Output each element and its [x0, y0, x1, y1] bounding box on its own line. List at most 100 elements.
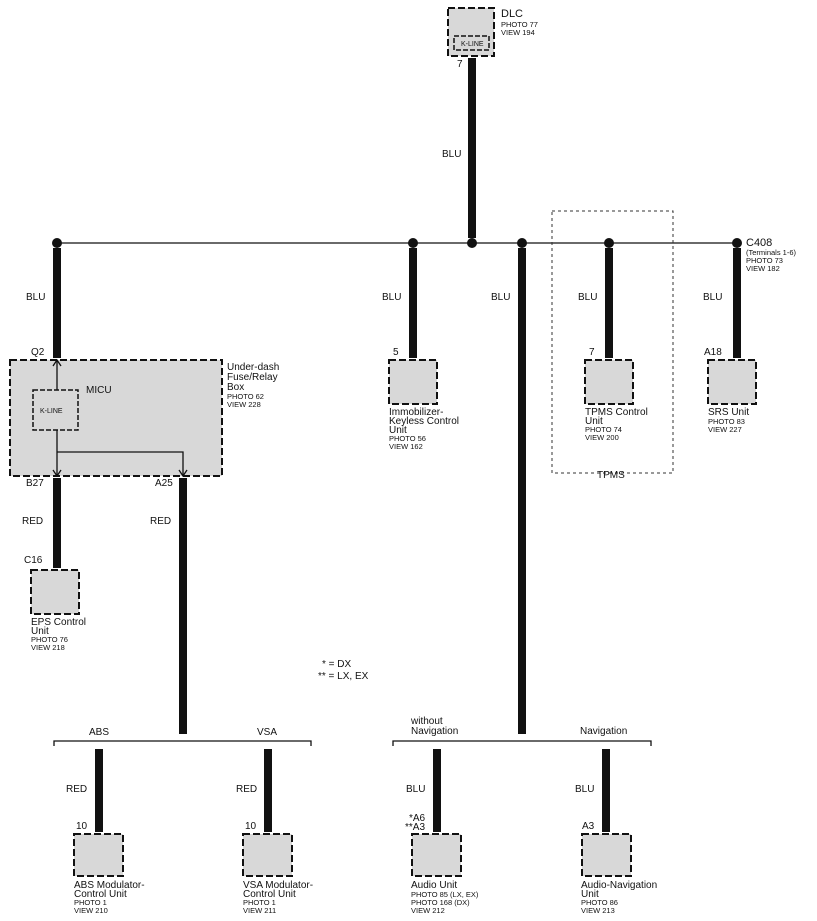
vsa-wire-color: RED: [236, 784, 257, 795]
underdash-photo: PHOTO 62: [227, 392, 264, 401]
srs-name: SRS Unit: [708, 407, 749, 418]
eps-pin: C16: [24, 555, 43, 566]
audio-unit-pin-lx-ex: **A3: [405, 822, 425, 833]
vsa-modulator-control-unit[interactable]: [242, 833, 293, 877]
micu-link-a25: [57, 451, 184, 476]
micu-arrow-top: [52, 358, 62, 367]
abs-photo: PHOTO 1: [74, 898, 107, 907]
audionav-wire-color: BLU: [575, 784, 594, 795]
eps-control-unit[interactable]: [30, 569, 80, 615]
dlc-pin: 7: [457, 59, 463, 70]
dlc-photo: PHOTO 77: [501, 20, 538, 29]
srs-wire-color: BLU: [703, 292, 722, 303]
eps-name-1: EPS Control: [31, 617, 86, 628]
underdash-pin-b27: B27: [26, 478, 44, 489]
splice-point-audio: [517, 238, 527, 248]
tpms-photo: PHOTO 74: [585, 425, 622, 434]
tpms-name-1: TPMS Control: [585, 407, 648, 418]
underdash-pin-a25: A25: [155, 478, 173, 489]
audio-trunk-wire-color: BLU: [491, 292, 510, 303]
srs-photo: PHOTO 83: [708, 417, 745, 426]
underdash-box: [9, 359, 223, 477]
audio-unit-photo-lx-ex: PHOTO 85 (LX, EX): [411, 890, 479, 899]
splice-point-srs: [732, 238, 742, 248]
immobilizer-keyless-control-unit[interactable]: [388, 359, 438, 405]
dlc-view: VIEW 194: [501, 28, 535, 37]
srs-unit[interactable]: [707, 359, 757, 405]
audionav-view: VIEW 213: [581, 906, 615, 915]
audio-unit-view: VIEW 212: [411, 906, 445, 915]
tpms-name-2: Unit: [585, 416, 603, 427]
navigation-branch-label: Navigation: [580, 726, 627, 737]
dlc-wire-color: BLU: [442, 149, 461, 160]
immobilizer-name-2: Keyless Control: [389, 416, 459, 427]
underdash-name-3: Box: [227, 382, 244, 393]
micu-arrow-a25: [178, 469, 188, 478]
audionav-pin: A3: [582, 821, 595, 832]
audio-unit-pin-dx: *A6: [409, 813, 426, 824]
a25-wire-color: RED: [150, 516, 171, 527]
abs-modulator-control-unit[interactable]: [73, 833, 124, 877]
eps-wire-color: RED: [22, 516, 43, 527]
tpms-pin: 7: [589, 347, 595, 358]
abs-branch-label: ABS: [89, 727, 109, 738]
tpms-option-label: TPMS: [597, 470, 625, 481]
splice-point-eps: [52, 238, 62, 248]
audio-unit[interactable]: [411, 833, 462, 877]
audio-navigation-unit[interactable]: [581, 833, 632, 877]
abs-view: VIEW 210: [74, 906, 108, 915]
underdash-view: VIEW 228: [227, 400, 261, 409]
micu-kline-label: K-LINE: [40, 408, 63, 415]
eps-view: VIEW 218: [31, 643, 65, 652]
tpms-control-unit[interactable]: [584, 359, 634, 405]
audionav-name-2: Unit: [581, 889, 599, 900]
srs-view: VIEW 227: [708, 425, 742, 434]
vsa-pin: 10: [245, 821, 257, 832]
audio-unit-name: Audio Unit: [411, 880, 457, 891]
without-nav-label-2: Navigation: [411, 726, 458, 737]
vsa-name-2: Control Unit: [243, 889, 296, 900]
without-nav-label-1: without: [410, 716, 443, 727]
abs-name-2: Control Unit: [74, 889, 127, 900]
abs-pin: 10: [76, 821, 88, 832]
audio-unit-photo-dx: PHOTO 168 (DX): [411, 898, 470, 907]
dlc-connector[interactable]: K-LINE: [447, 7, 495, 57]
audio-unit-wire-color: BLU: [406, 784, 425, 795]
tpms-view: VIEW 200: [585, 433, 619, 442]
splice-point-immobilizer: [408, 238, 418, 248]
eps-photo: PHOTO 76: [31, 635, 68, 644]
abs-name-1: ABS Modulator-: [74, 880, 145, 891]
c408-name: C408: [746, 237, 772, 249]
c408-view: VIEW 182: [746, 264, 780, 273]
audionav-name-1: Audio-Navigation: [581, 880, 657, 891]
legend-lx-ex: ** = LX, EX: [318, 671, 369, 682]
legend-dx: * = DX: [322, 659, 352, 670]
c408-photo: PHOTO 73: [746, 256, 783, 265]
underdash-wire-color: BLU: [26, 292, 45, 303]
micu-box: [32, 389, 79, 431]
dlc-name: DLC: [501, 8, 523, 20]
immobilizer-name-3: Unit: [389, 425, 407, 436]
vsa-branch-label: VSA: [257, 727, 277, 738]
dlc-kline-box: [453, 35, 490, 51]
abs-wire-color: RED: [66, 784, 87, 795]
splice-point-dlc: [467, 238, 477, 248]
vsa-view: VIEW 211: [243, 906, 276, 915]
immobilizer-pin: 5: [393, 347, 399, 358]
navigation-branch-bracket: [392, 740, 652, 746]
underdash-pin-q2: Q2: [31, 347, 45, 358]
srs-pin: A18: [704, 347, 722, 358]
audionav-photo: PHOTO 86: [581, 898, 618, 907]
dlc-kline-label: K-LINE: [461, 41, 484, 48]
immobilizer-photo: PHOTO 56: [389, 434, 426, 443]
underdash-name-1: Under-dash: [227, 362, 279, 373]
abs-vsa-branch-bracket: [53, 740, 312, 746]
underdash-fuse-relay-box[interactable]: K-LINE: [9, 358, 223, 478]
tpms-wire-color: BLU: [578, 292, 597, 303]
vsa-name-1: VSA Modulator-: [243, 880, 313, 891]
immobilizer-name-1: Immobilizer-: [389, 407, 443, 418]
c408-sub: (Terminals 1-6): [746, 248, 797, 257]
immobilizer-view: VIEW 162: [389, 442, 423, 451]
eps-name-2: Unit: [31, 626, 49, 637]
